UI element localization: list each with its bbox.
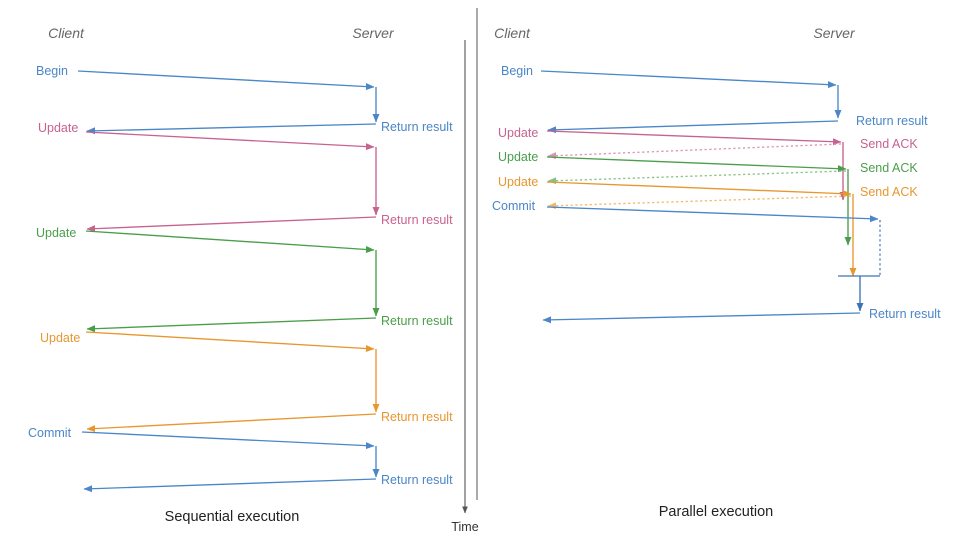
parallel-arrow-update2-request bbox=[546, 156, 847, 173]
parallel-arrow-begin-response bbox=[547, 120, 839, 134]
lane-title-server: Server bbox=[813, 25, 856, 41]
sequential-label-return-result-begin: Return result bbox=[381, 120, 453, 134]
sequential-label-update-2: Update bbox=[36, 226, 76, 240]
parallel-arrow-ack1 bbox=[547, 143, 842, 160]
parallel-label-return-result-commit: Return result bbox=[869, 307, 941, 321]
parallel-arrow-commit-response bbox=[542, 312, 861, 324]
sequential-label-return-result-update-1: Return result bbox=[381, 213, 453, 227]
time-axis-layer: Time bbox=[451, 8, 479, 534]
parallel-arrow-update1-request bbox=[546, 130, 842, 146]
sequential-arrow-begin-request bbox=[77, 70, 375, 91]
sequential-arrow-update3-response bbox=[86, 413, 377, 433]
sequential-label-return-result-update-3: Return result bbox=[381, 410, 453, 424]
parallel-arrow-ack3 bbox=[547, 195, 852, 210]
sequential-label-return-result-commit: Return result bbox=[381, 473, 453, 487]
lane-title-client: Client bbox=[48, 25, 85, 41]
sequential-arrow-update1-request bbox=[85, 131, 375, 151]
sequential-label-return-result-update-2: Return result bbox=[381, 314, 453, 328]
sequential-label-update-3: Update bbox=[40, 331, 80, 345]
parallel-arrow-ack2 bbox=[547, 170, 847, 185]
sequential-label-begin: Begin bbox=[36, 64, 68, 78]
parallel-label-send-ack-1: Send ACK bbox=[860, 137, 918, 151]
parallel-label-return-result-begin: Return result bbox=[856, 114, 928, 128]
lane-title-client: Client bbox=[494, 25, 531, 41]
sequential-arrow-begin-response bbox=[86, 123, 377, 135]
parallel-label-update-2: Update bbox=[498, 150, 538, 164]
panel-caption-sequential: Sequential execution bbox=[165, 509, 300, 525]
parallel-label-send-ack-2: Send ACK bbox=[860, 161, 918, 175]
sequential-arrow-commit-response bbox=[83, 478, 377, 493]
panel-caption-parallel: Parallel execution bbox=[659, 504, 773, 520]
parallel-label-begin: Begin bbox=[501, 64, 533, 78]
parallel-label-update-1: Update bbox=[498, 126, 538, 140]
sequential-arrow-update2-request bbox=[85, 230, 375, 253]
parallel-arrow-update3-request bbox=[546, 181, 852, 198]
sequential-arrow-update1-response bbox=[86, 216, 377, 233]
parallel-label-commit: Commit bbox=[492, 199, 536, 213]
parallel-arrow-begin-request bbox=[540, 70, 837, 89]
time-axis-label: Time bbox=[451, 520, 478, 534]
sequential-label-commit: Commit bbox=[28, 426, 72, 440]
sequential-arrow-update3-request bbox=[85, 331, 375, 353]
sequential-arrow-update2-response bbox=[86, 317, 377, 333]
lane-title-server: Server bbox=[352, 25, 395, 41]
parallel-label-update-3: Update bbox=[498, 175, 538, 189]
parallel-label-send-ack-3: Send ACK bbox=[860, 185, 918, 199]
parallel-arrow-commit-request bbox=[546, 206, 879, 223]
sequential-arrow-commit-request bbox=[81, 431, 375, 450]
sequential-label-update-1: Update bbox=[38, 121, 78, 135]
